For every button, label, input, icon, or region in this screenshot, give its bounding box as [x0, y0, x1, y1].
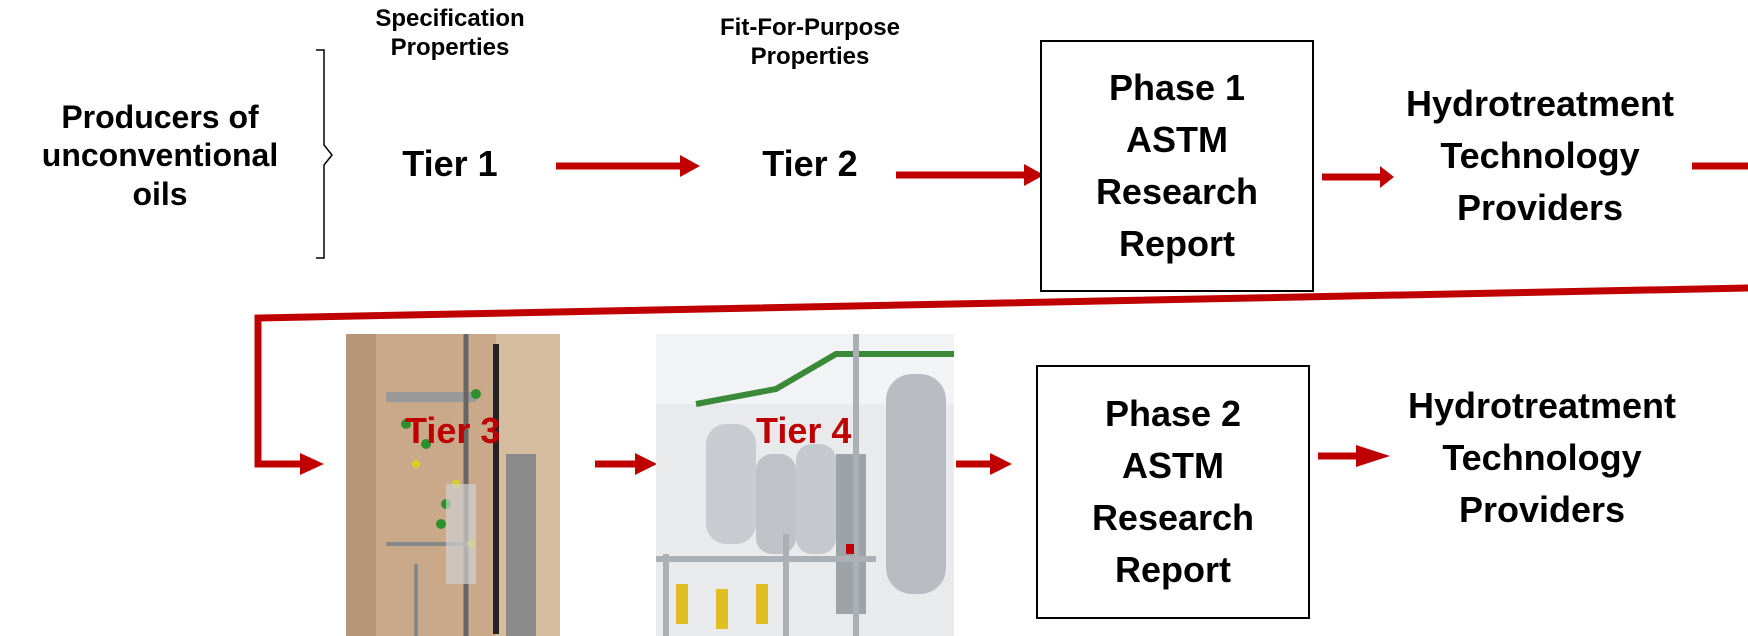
phase1-box: Phase 1 ASTM Research Report	[1040, 40, 1314, 292]
provider2-label: Hydrotreatment Technology Providers	[1407, 385, 1677, 531]
producers-label: Producers of unconventional oils	[41, 99, 279, 212]
phase2-box: Phase 2 ASTM Research Report	[1036, 365, 1310, 619]
arrowhead	[990, 453, 1012, 475]
tier3-photo	[346, 334, 560, 636]
arrowhead	[1380, 166, 1394, 188]
phase2-text: Phase 2 ASTM Research Report	[1091, 392, 1255, 591]
provider1-label: Hydrotreatment Technology Providers	[1405, 83, 1675, 229]
arrowhead	[680, 155, 700, 177]
arrowhead	[1024, 164, 1044, 186]
tier1-label: Tier 1	[402, 143, 498, 184]
tier4-photo	[656, 334, 954, 636]
phase1-text: Phase 1 ASTM Research Report	[1095, 66, 1259, 265]
arrowhead	[635, 453, 657, 475]
pilot-reactor-photo-icon	[346, 334, 560, 636]
producers-bracket	[316, 49, 333, 259]
arrowhead	[300, 453, 324, 475]
arrowhead	[1356, 445, 1390, 467]
tier2-heading: Fit-For-Purpose Properties	[720, 14, 900, 70]
tier2-label: Tier 2	[762, 143, 858, 184]
connector-row1-to-row2	[254, 284, 1748, 468]
tier1-heading: Specification Properties	[375, 5, 525, 61]
tier3-label: Tier 3	[405, 410, 501, 451]
tier4-label: Tier 4	[756, 410, 852, 451]
pilot-plant-photo-icon	[656, 334, 954, 636]
